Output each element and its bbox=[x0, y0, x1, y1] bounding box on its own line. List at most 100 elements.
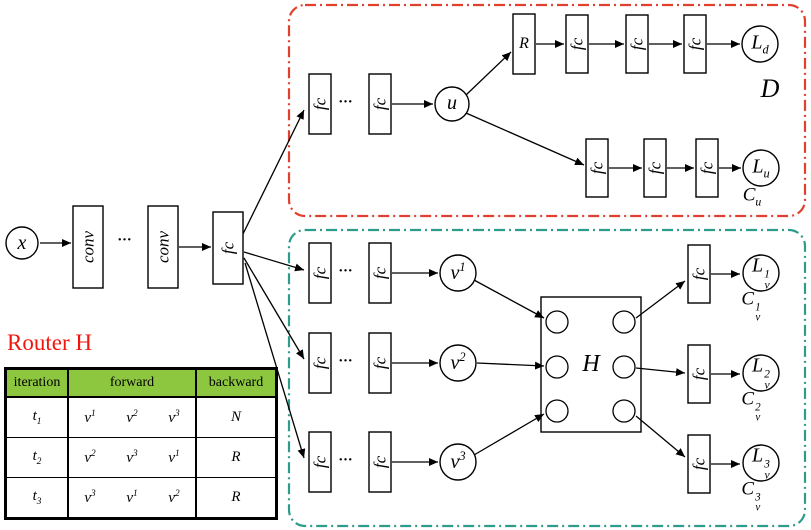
ld-base: L bbox=[751, 31, 763, 54]
v2-fc1-label: fc bbox=[310, 356, 330, 370]
cu-label: Cu bbox=[743, 186, 762, 209]
v-sup: 3 bbox=[91, 488, 96, 499]
lv2-sup: 2 bbox=[764, 367, 770, 381]
backbone-fc-label: fc bbox=[218, 241, 238, 255]
v3-fc1-box bbox=[308, 431, 332, 493]
arrow bbox=[635, 280, 686, 319]
cv1-sup: 1 bbox=[755, 300, 761, 313]
d-head-fc1-label: fc bbox=[567, 37, 587, 51]
cv3-sup: 3 bbox=[755, 490, 761, 503]
table-row: t2 v2 v3 v1 R bbox=[5, 437, 277, 478]
node-x bbox=[5, 226, 39, 260]
arrow bbox=[473, 279, 545, 319]
cv1-fc-label: fc bbox=[689, 267, 709, 281]
h-port-in-2 bbox=[545, 355, 569, 379]
lv1-sup: 1 bbox=[764, 267, 770, 281]
d-dots: ... bbox=[338, 90, 354, 107]
v-sup: 2 bbox=[91, 448, 96, 459]
cu-fc2-label: fc bbox=[645, 161, 665, 175]
cell-forward-1: v3 bbox=[68, 477, 111, 519]
v2-fc1-box bbox=[308, 332, 332, 394]
node-x-label: x bbox=[17, 232, 27, 254]
r-label: R bbox=[519, 35, 529, 52]
v1-sup: 1 bbox=[459, 260, 466, 275]
d-fc1-box bbox=[308, 73, 332, 135]
col-header-backward: backward bbox=[195, 368, 277, 398]
v2-dots: ... bbox=[338, 349, 354, 366]
v-sup: 1 bbox=[91, 408, 96, 419]
v3-fc2-box bbox=[368, 431, 392, 493]
node-u bbox=[434, 86, 470, 122]
v-sup: 2 bbox=[133, 408, 138, 419]
cell-forward-3: v3 bbox=[153, 396, 196, 438]
v-base: v bbox=[84, 449, 91, 466]
node-ld bbox=[741, 25, 779, 63]
router-title: Router H bbox=[7, 330, 92, 355]
v-base: v bbox=[126, 409, 133, 426]
cell-forward-1: v1 bbox=[68, 396, 111, 438]
cv1-fc-box bbox=[687, 244, 711, 304]
v1-dots: ... bbox=[338, 259, 354, 276]
h-port-out-1 bbox=[612, 310, 636, 334]
lv1-base: L bbox=[752, 254, 764, 277]
cv2-sub: v bbox=[755, 411, 761, 424]
cv2-fc-label: fc bbox=[689, 367, 709, 381]
node-v3-label: v3 bbox=[450, 450, 465, 472]
arrows bbox=[40, 40, 741, 468]
cell-iteration: t3 bbox=[5, 477, 69, 519]
v1-fc2-label: fc bbox=[370, 266, 390, 280]
arrow bbox=[465, 112, 585, 166]
arrow bbox=[635, 367, 686, 377]
v3-fc2-label: fc bbox=[370, 455, 390, 469]
cv3-base: C bbox=[741, 478, 755, 500]
node-v3 bbox=[439, 443, 477, 481]
t-base: t bbox=[32, 488, 37, 504]
h-port-out-2 bbox=[612, 355, 636, 379]
d-output-label: D bbox=[760, 74, 780, 103]
d-head-fc3-label: fc bbox=[685, 37, 705, 51]
conv2-box bbox=[147, 205, 179, 289]
table-header-row: iteration forward backward bbox=[5, 368, 277, 398]
v2-base: v bbox=[450, 351, 460, 374]
region-d-border bbox=[287, 3, 807, 218]
col-header-forward: forward bbox=[68, 368, 196, 398]
cell-backward: N bbox=[195, 396, 277, 438]
d-head-fc1-box bbox=[565, 14, 589, 74]
conv1-box bbox=[72, 205, 104, 289]
router-table: iteration forward backward t1 v1 v2 v3 N… bbox=[4, 367, 278, 520]
node-lu bbox=[742, 149, 780, 187]
table-row: t1 v1 v2 v3 N bbox=[5, 396, 277, 438]
v1-fc1-label: fc bbox=[310, 266, 330, 280]
col-header-iteration: iteration bbox=[5, 368, 69, 398]
v-base: v bbox=[168, 409, 175, 426]
lv3-base: L bbox=[752, 444, 764, 467]
d-fc2-box bbox=[368, 73, 392, 135]
node-v2 bbox=[439, 344, 477, 382]
lu-sub: u bbox=[763, 166, 770, 181]
arrow bbox=[242, 109, 305, 235]
v-base: v bbox=[168, 489, 175, 506]
arrow bbox=[473, 413, 545, 456]
cv2-sup: 2 bbox=[755, 400, 761, 413]
v-sup: 3 bbox=[133, 448, 138, 459]
cell-backward: R bbox=[195, 477, 277, 519]
cell-forward-2: v2 bbox=[111, 396, 153, 438]
cv3-fc-label: fc bbox=[689, 457, 709, 471]
cv1-sub: v bbox=[755, 311, 761, 324]
node-ld-label: Ld bbox=[751, 32, 768, 55]
v-sup: 1 bbox=[175, 448, 180, 459]
r-box bbox=[512, 13, 536, 75]
t-sub: 2 bbox=[36, 457, 42, 467]
cu-fc1-box bbox=[585, 138, 609, 198]
conv1-label: conv bbox=[78, 230, 98, 264]
d-head-fc2-box bbox=[625, 14, 649, 74]
